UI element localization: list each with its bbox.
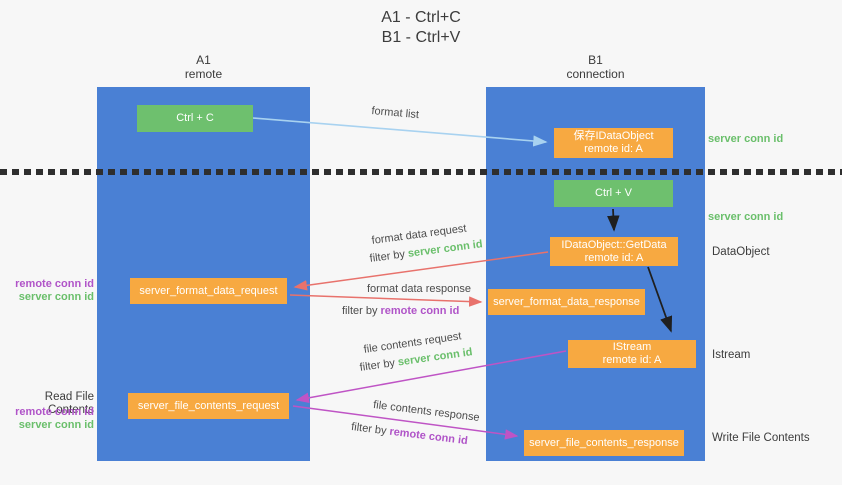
lane-a-subtitle: remote [184,67,223,81]
label-file-contents-response: file contents response [372,399,481,424]
node-server-file-contents-response: server_file_contents_response [524,430,684,456]
annotation-server-conn-id-mid: server conn id [708,211,784,223]
node-save-idataobject-line2: remote id: A [584,143,643,155]
title-line-1: A1 - Ctrl+C [381,9,461,26]
node-server-format-data-response-label: server_format_data_response [493,295,640,308]
node-istream-line2: remote id: A [602,354,662,366]
annotation-remote-conn-id-top: remote conn id [15,278,94,290]
node-ctrl-v: Ctrl + V [554,180,673,207]
annotation-server-conn-id-left-bottom: server conn id [18,419,94,431]
node-server-file-contents-response-label: server_file_contents_response [529,436,679,449]
filter-by-text-1: filter by [369,248,406,265]
annotation-left-conn-ids-bottom: remote conn id server conn id [0,406,94,432]
annotation-server-conn-id-left-top: server conn id [18,291,94,303]
arrow-format-data-response [289,294,483,307]
annotation-server-conn-id-top: server conn id [708,133,784,145]
filter-by-text-4: filter by [350,421,388,438]
lane-b-name: B1 [588,53,603,67]
title-line-2: B1 - Ctrl+V [381,29,461,46]
lane-b-header: B1 connection [486,53,705,81]
node-save-idataobject-line1: 保存IDataObject [573,130,654,142]
node-ctrl-c-label: Ctrl + C [176,112,214,124]
annotation-left-conn-ids-top: remote conn id server conn id [0,278,94,304]
node-server-file-contents-request: server_file_contents_request [128,393,289,419]
annotation-read-file-contents: Read File Contents [44,391,94,416]
node-idataobject-getdata: IDataObject::GetData remote id: A [550,237,678,266]
dotted-divider-line [0,169,842,175]
label-format-data-response: format data response [367,283,471,295]
node-save-idataobject: 保存IDataObject remote id: A [554,128,673,158]
remote-conn-id-text-2: remote conn id [388,425,469,448]
node-server-format-data-request: server_format_data_request [130,278,287,304]
annotation-remote-conn-id-bottom: remote conn id [15,406,94,418]
node-istream-line1: IStream [612,341,652,353]
node-ctrl-v-label: Ctrl + V [595,187,632,199]
lane-b-subtitle: connection [566,67,625,81]
node-server-file-contents-request-label: server_file_contents_request [137,399,280,412]
diagram-title: A1 - Ctrl+C B1 - Ctrl+V [0,8,842,48]
node-ctrl-c: Ctrl + C [137,105,253,132]
filter-by-text-3: filter by [359,357,396,374]
node-idataobject-getdata-line2: remote id: A [584,251,644,264]
label-format-list: format list [370,105,420,122]
annotation-write-file-contents: Write File Contents [712,432,810,444]
server-conn-id-text-1: server conn id [407,238,484,260]
filter-by-text-2: filter by [342,305,378,317]
annotation-istream: Istream [712,349,751,361]
node-server-format-data-response: server_format_data_response [488,289,645,315]
node-idataobject-getdata-line1: IDataObject::GetData [561,238,667,251]
node-server-format-data-request-label: server_format_data_request [139,284,278,297]
lane-a-name: A1 [196,53,211,67]
node-istream: IStream remote id: A [568,340,696,368]
annotation-dataobject: DataObject [712,246,770,258]
remote-conn-id-text-1: remote conn id [380,305,460,317]
lane-a-header: A1 remote [97,53,310,81]
